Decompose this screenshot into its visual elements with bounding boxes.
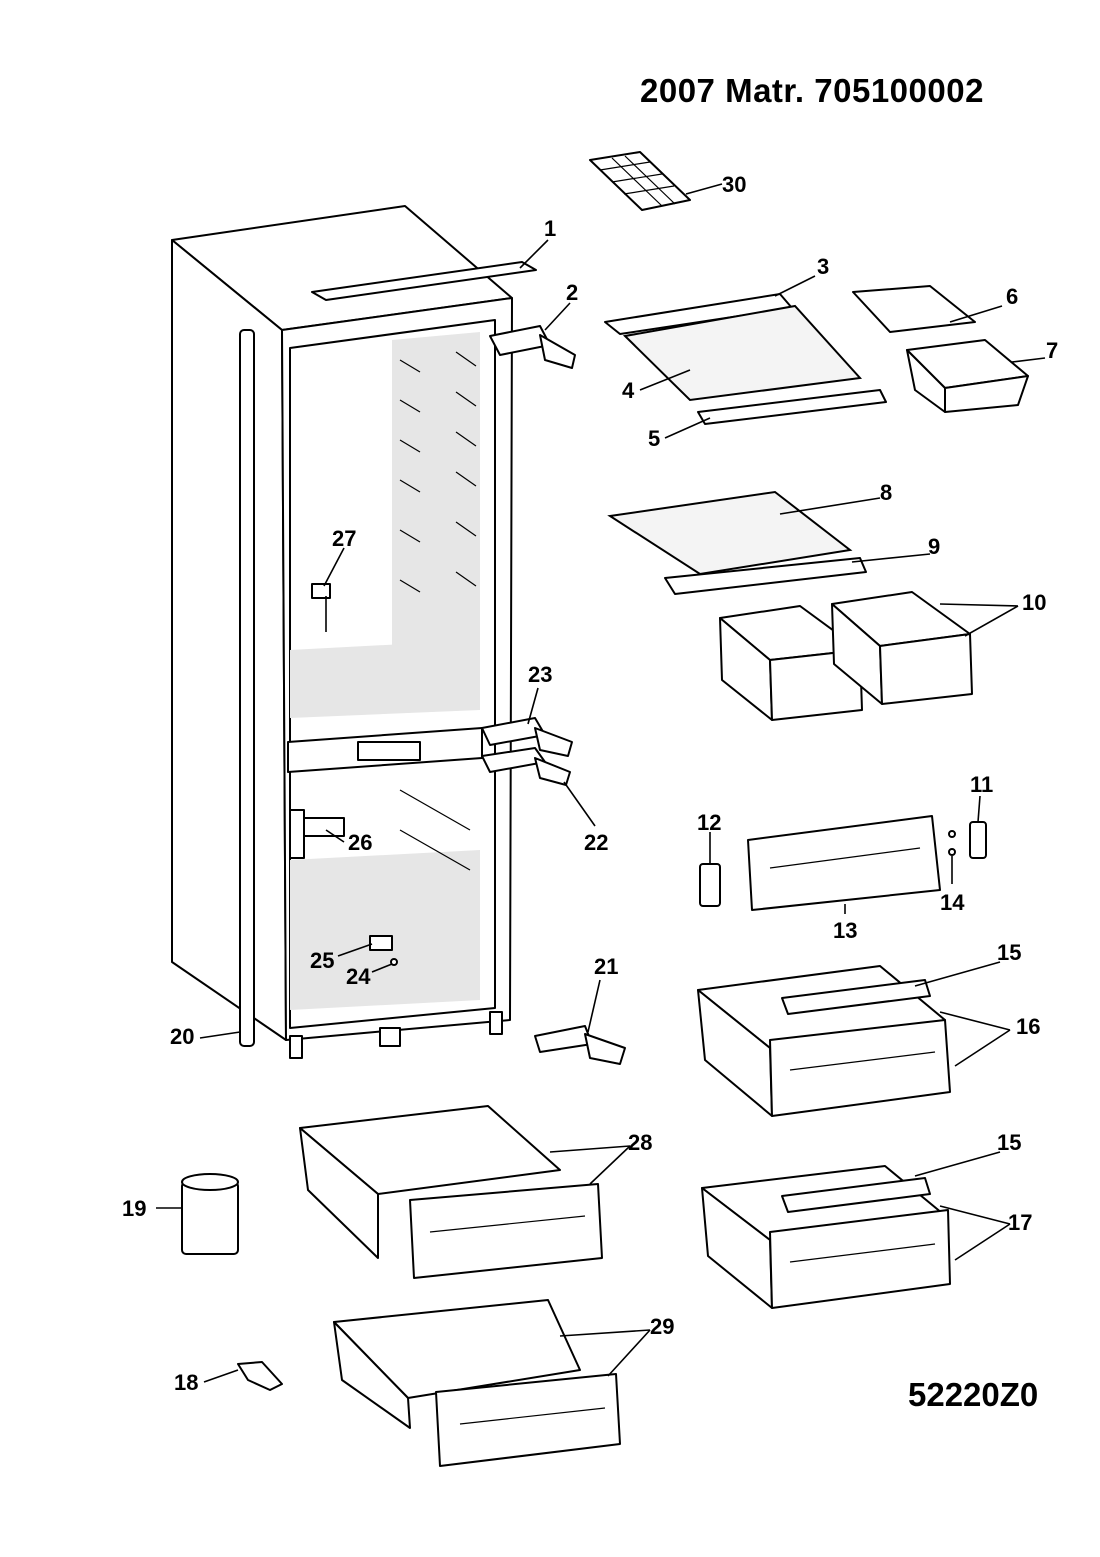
flap-screw-2 (948, 848, 956, 856)
drawer-divider (781, 979, 931, 1015)
label-12: 12 (697, 810, 721, 835)
door-gasket-strip (239, 329, 255, 1047)
flap-bracket-right (969, 821, 987, 859)
flap-bracket-left (699, 863, 721, 907)
label-11: 11 (970, 772, 993, 797)
freezer-flap (747, 815, 941, 911)
label-14: 14 (940, 890, 965, 915)
label-24: 24 (346, 964, 371, 989)
label-23: 23 (528, 662, 552, 687)
screw (390, 958, 398, 966)
middle-hinges (481, 717, 573, 786)
cover-trim (664, 557, 867, 595)
label-10: 10 (1022, 590, 1046, 615)
label-30: 30 (722, 172, 746, 197)
label-21: 21 (594, 954, 618, 979)
freezer-drawer-middle (701, 1165, 951, 1309)
label-7: 7 (1046, 338, 1058, 363)
label-18: 18 (174, 1370, 198, 1395)
ice-tray (589, 151, 691, 211)
label-3: 3 (817, 254, 829, 279)
label-29: 29 (650, 1314, 674, 1339)
freezer-drawer-upper (697, 965, 951, 1117)
label-15: 15 (997, 940, 1021, 965)
drawer-divider-2 (781, 1177, 931, 1213)
mounting-bracket (289, 809, 345, 859)
label-15-second: 15 (997, 1130, 1021, 1155)
label-27: 27 (332, 526, 356, 551)
label-2: 2 (566, 280, 578, 305)
label-1: 1 (544, 216, 556, 241)
label-25: 25 (310, 948, 334, 973)
refrigerator-cabinet (171, 205, 513, 1059)
label-9: 9 (928, 534, 940, 559)
flap-screw-1 (948, 830, 956, 838)
dairy-lid (852, 285, 976, 333)
freezer-drawer-bottom (333, 1299, 621, 1467)
label-6: 6 (1006, 284, 1018, 309)
top-hinge (489, 325, 576, 369)
storage-container (181, 1173, 239, 1255)
label-16: 16 (1016, 1014, 1040, 1039)
label-26: 26 (348, 830, 372, 855)
dairy-bin (906, 339, 1029, 413)
label-22: 22 (584, 830, 608, 855)
part-labels: 1 2 3 4 5 6 7 8 9 10 11 12 13 14 15 16 1… (122, 172, 1058, 1395)
bottom-plate (369, 935, 393, 951)
diagram-title: 2007 Matr. 705100002 (640, 72, 984, 109)
label-20: 20 (170, 1024, 194, 1049)
freezer-drawer-large (299, 1105, 603, 1279)
crisper-drawers (719, 591, 973, 721)
label-8: 8 (880, 480, 892, 505)
label-28: 28 (628, 1130, 652, 1155)
bottom-hinge (534, 1025, 626, 1065)
label-4: 4 (622, 378, 635, 403)
label-17: 17 (1008, 1210, 1032, 1235)
label-19: 19 (122, 1196, 146, 1221)
top-trim-strip (311, 261, 537, 301)
leader-lines (156, 183, 1046, 1383)
label-5: 5 (648, 426, 660, 451)
shelf-front-trim (697, 389, 887, 425)
crisper-glass-cover (607, 490, 853, 576)
thermostat-knob (311, 583, 331, 632)
diagram-code: 52220Z0 (908, 1376, 1039, 1413)
ice-scraper (237, 1361, 283, 1391)
label-13: 13 (833, 918, 857, 943)
